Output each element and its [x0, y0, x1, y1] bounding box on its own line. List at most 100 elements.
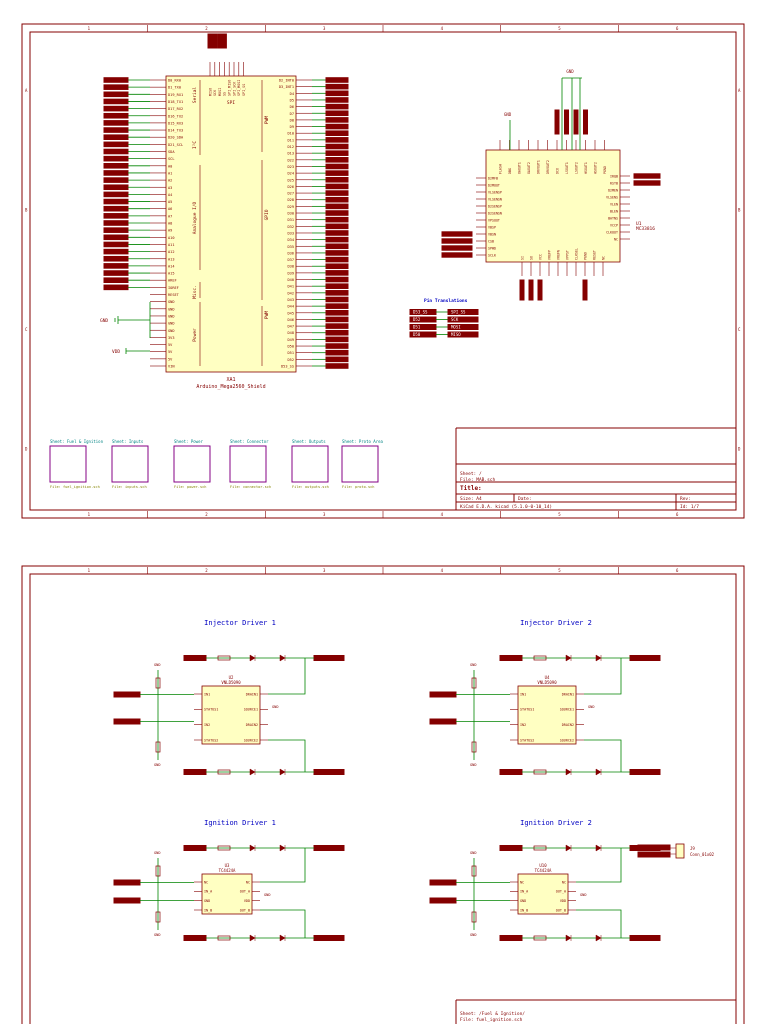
- driver-block-title: Ignition Driver 2: [520, 819, 592, 827]
- diode: [565, 844, 572, 852]
- driver-chip-pin-name: DRAIN2: [562, 723, 574, 727]
- driver-chip-pin-name: NC: [520, 880, 524, 884]
- u1-bottom-pin-name: NC: [601, 256, 605, 260]
- global-label: [499, 935, 523, 941]
- mega-left-pin-name: A13: [168, 257, 175, 261]
- mega-right-pins: D2_INT0D3_INT1D4D5D6D7D8D9D10D11D12D13D2…: [279, 79, 312, 369]
- sheet-name: Sheet: Inputs: [112, 439, 144, 444]
- driver-chip-ref: U2: [229, 675, 234, 680]
- diode: [595, 934, 602, 942]
- driver-chip-value: VNLD5090: [537, 680, 557, 685]
- pin-translation-to: MOSI: [451, 324, 461, 329]
- global-label: [103, 205, 129, 212]
- diode: [279, 934, 286, 942]
- diode: [249, 654, 256, 662]
- global-label: [113, 718, 141, 725]
- mega-right-pin-name: D5: [290, 98, 294, 102]
- driver-chip-pin-name: OUT_B: [240, 908, 250, 912]
- pin-translation-from: D53_SS: [413, 309, 428, 314]
- global-label: [103, 134, 129, 140]
- global-label: [325, 216, 349, 223]
- global-label: [325, 309, 349, 316]
- mega-left-pin-name: SDA: [168, 150, 175, 154]
- driver-chip: [201, 873, 253, 915]
- ruler-number: 6: [676, 568, 679, 573]
- mega-top-pin-name: SS: [223, 92, 227, 96]
- mega-left-pin-name: A6: [168, 207, 172, 211]
- ruler-letter: D: [738, 446, 741, 451]
- u1-right-pins: IRQBRSTBD2MENVLSENSVLENBLENBATNSVCCPCLKO…: [606, 173, 661, 241]
- resistor: [217, 935, 231, 941]
- resistor: [471, 741, 477, 753]
- driver-chip-pin-name: DRAIN1: [562, 692, 574, 696]
- mega-left-pin-name: VIN: [168, 365, 175, 369]
- sheet-box[interactable]: [341, 445, 379, 483]
- mega-left-pin-name: D16_TX2: [168, 114, 183, 118]
- wire: [206, 847, 314, 939]
- global-label: [103, 198, 129, 205]
- gnd-label: GND: [154, 851, 161, 855]
- ruler-number: 4: [441, 512, 444, 517]
- ruler-number: 4: [441, 568, 444, 573]
- global-label: [325, 236, 349, 243]
- mega-right-pin-name: D3_INT1: [279, 85, 294, 89]
- mega-left-pin-name: A7: [168, 214, 172, 218]
- tb1-kicad: KiCad E.D.A. kicad (5.1.0-0-10_14): [460, 504, 552, 510]
- mega-right-pin-name: D34: [288, 238, 295, 242]
- u1-bottom-pin-name: RESET: [592, 250, 596, 260]
- global-label: [441, 252, 473, 258]
- sheet-box[interactable]: [291, 445, 329, 483]
- u1-right-pin-name: BATNS: [608, 216, 618, 220]
- mega-section-label: Misc.: [192, 285, 198, 299]
- sheet-box[interactable]: [111, 445, 149, 483]
- sheet-box[interactable]: [229, 445, 267, 483]
- mega-left-pin-name: A2: [168, 179, 172, 183]
- sheet-box[interactable]: [173, 445, 211, 483]
- tb2-file: File: fuel_ignition.sch: [460, 1017, 523, 1023]
- ruler-number: 4: [441, 26, 444, 31]
- global-label: [103, 177, 129, 183]
- ruler-number: 5: [558, 568, 561, 573]
- sheet-name: Sheet: Outputs: [292, 439, 326, 444]
- diode: [565, 768, 572, 776]
- global-label: [103, 155, 129, 162]
- mega-left-pin-name: GND: [168, 314, 175, 318]
- gnd-label: GND: [470, 663, 477, 667]
- u1-left-pins: D2MFBD2MOUTVLSENSPVLSENSND2SENSPD2SENSNV…: [441, 176, 502, 258]
- mega-left-pin-name: A10: [168, 236, 175, 240]
- global-label: [325, 243, 349, 250]
- tb1-id: Id: 1/7: [680, 504, 699, 510]
- gnd-label: GND: [272, 705, 279, 709]
- global-label: [325, 183, 349, 190]
- global-label: [103, 98, 129, 105]
- mega-right-pin-name: D12: [288, 145, 295, 149]
- ruler-number: 2: [205, 26, 208, 31]
- global-label: [103, 270, 129, 276]
- global-label: [325, 103, 349, 110]
- ruler-letter: D: [25, 446, 28, 451]
- connector-j9: J9 Conn_01x02: [637, 843, 715, 859]
- diode: [595, 844, 602, 852]
- mega-right-pin-name: D28: [288, 198, 295, 202]
- global-label: [103, 234, 129, 241]
- mega-right-pin-name: D2_INT0: [279, 79, 294, 83]
- u1-gnd-label: GND: [566, 69, 574, 74]
- tb1-date: Date:: [518, 496, 532, 502]
- u1-top-pin-name: DRVOUT2: [546, 160, 550, 174]
- mega-left-pin-name: A8: [168, 222, 172, 226]
- ruler-number: 1: [88, 568, 91, 573]
- u1-bottom-pin-name: VREFP: [547, 250, 551, 260]
- mega-left-pin-name: D17_RX2: [168, 107, 183, 111]
- gnd-label: GND: [154, 763, 161, 767]
- u1-bottom-pin-name: CLKSEL: [574, 248, 578, 260]
- driver-blocks: Injector Driver 1U2VNLD5090IN1STATUS1IN2…: [113, 619, 661, 942]
- gnd-label: GND: [470, 851, 477, 855]
- global-label: [325, 290, 349, 296]
- mega-top-pin-name: MISO: [208, 88, 212, 96]
- global-label: [325, 230, 349, 236]
- ruler-letter: A: [738, 88, 741, 93]
- driver-chip-pin-name: IN_B: [520, 908, 528, 912]
- driver-chip-pin-name: OUT_A: [556, 890, 566, 894]
- sheet-box[interactable]: [49, 445, 87, 483]
